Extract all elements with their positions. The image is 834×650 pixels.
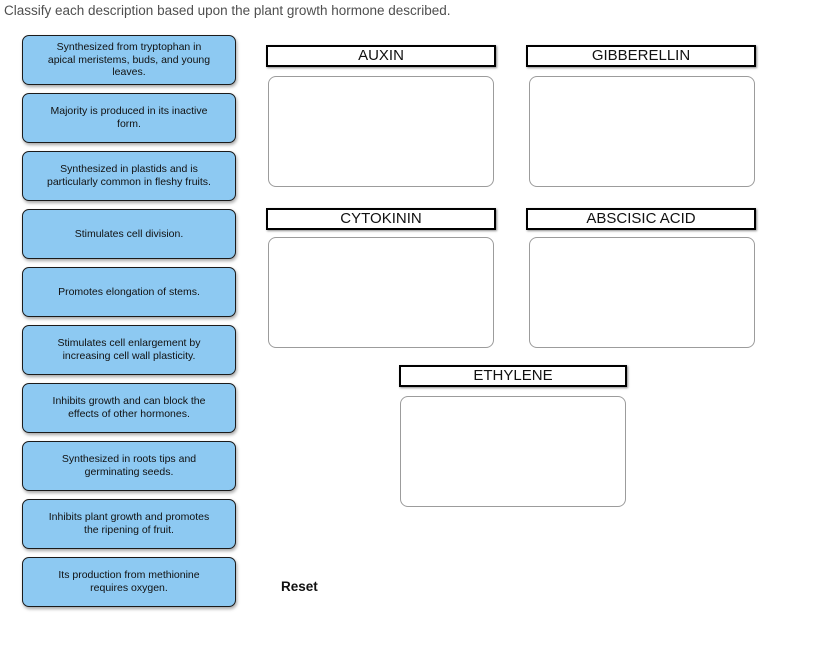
category-header-gibberellin: GIBBERELLIN [526, 45, 756, 67]
description-card[interactable]: Inhibits plant growth and promotes the r… [22, 499, 236, 549]
dropzone-gibberellin[interactable] [529, 76, 755, 187]
reset-button[interactable]: Reset [281, 579, 318, 594]
description-card[interactable]: Synthesized in roots tips and germinatin… [22, 441, 236, 491]
description-card[interactable]: Majority is produced in its inactive for… [22, 93, 236, 143]
activity-title: Classify each description based upon the… [4, 3, 451, 18]
description-card[interactable]: Stimulates cell enlargement by increasin… [22, 325, 236, 375]
description-card[interactable]: Synthesized from tryptophan in apical me… [22, 35, 236, 85]
dropzone-abscisic-acid[interactable] [529, 237, 755, 348]
description-card-list: Synthesized from tryptophan in apical me… [22, 35, 236, 615]
description-card[interactable]: Promotes elongation of stems. [22, 267, 236, 317]
description-card[interactable]: Stimulates cell division. [22, 209, 236, 259]
description-card[interactable]: Inhibits growth and can block the effect… [22, 383, 236, 433]
dropzone-auxin[interactable] [268, 76, 494, 187]
dropzone-ethylene[interactable] [400, 396, 626, 507]
description-card[interactable]: Synthesized in plastids and is particula… [22, 151, 236, 201]
dropzone-cytokinin[interactable] [268, 237, 494, 348]
category-header-abscisic-acid: ABSCISIC ACID [526, 208, 756, 230]
description-card[interactable]: Its production from methionine requires … [22, 557, 236, 607]
category-header-ethylene: ETHYLENE [399, 365, 627, 387]
category-header-cytokinin: CYTOKININ [266, 208, 496, 230]
category-header-auxin: AUXIN [266, 45, 496, 67]
